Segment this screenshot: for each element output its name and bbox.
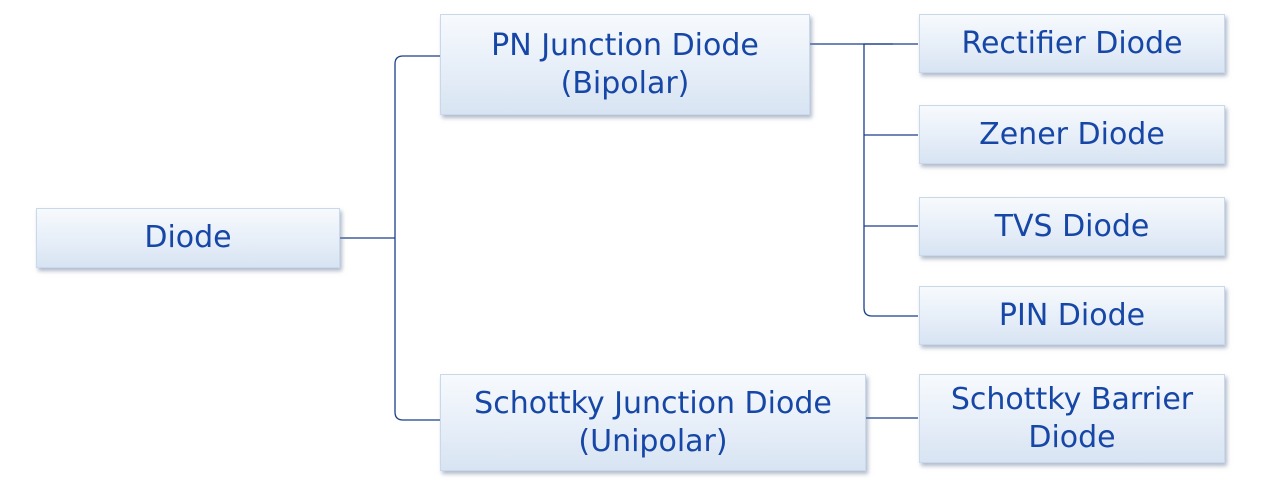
type-rectifier-label: Rectifier Diode [961, 25, 1183, 61]
category-pn-title: PN Junction Diode [491, 27, 759, 63]
connector-pn-vertical [863, 43, 918, 317]
connector-root-vertical [394, 55, 440, 421]
type-node-pin-diode: PIN Diode [919, 286, 1225, 345]
type-node-zener-diode: Zener Diode [919, 105, 1225, 164]
type-schottky-barrier-subtitle: Diode [1028, 419, 1116, 455]
category-node-schottky-junction: Schottky Junction Diode (Unipolar) [440, 374, 866, 471]
category-schottky-subtitle: (Unipolar) [578, 423, 728, 459]
category-node-pn-junction: PN Junction Diode (Bipolar) [440, 14, 810, 115]
type-schottky-barrier-title: Schottky Barrier [950, 381, 1194, 417]
type-pin-label: PIN Diode [998, 297, 1146, 333]
type-node-schottky-barrier-diode: Schottky Barrier Diode [919, 374, 1225, 463]
root-node-label: Diode [144, 220, 232, 255]
root-node-diode: Diode [36, 208, 340, 268]
type-node-rectifier-diode: Rectifier Diode [919, 14, 1225, 73]
type-node-tvs-diode: TVS Diode [919, 197, 1225, 256]
category-schottky-title: Schottky Junction Diode [474, 385, 832, 421]
type-tvs-label: TVS Diode [994, 208, 1150, 244]
type-zener-label: Zener Diode [979, 116, 1165, 152]
category-pn-subtitle: (Bipolar) [560, 65, 690, 101]
